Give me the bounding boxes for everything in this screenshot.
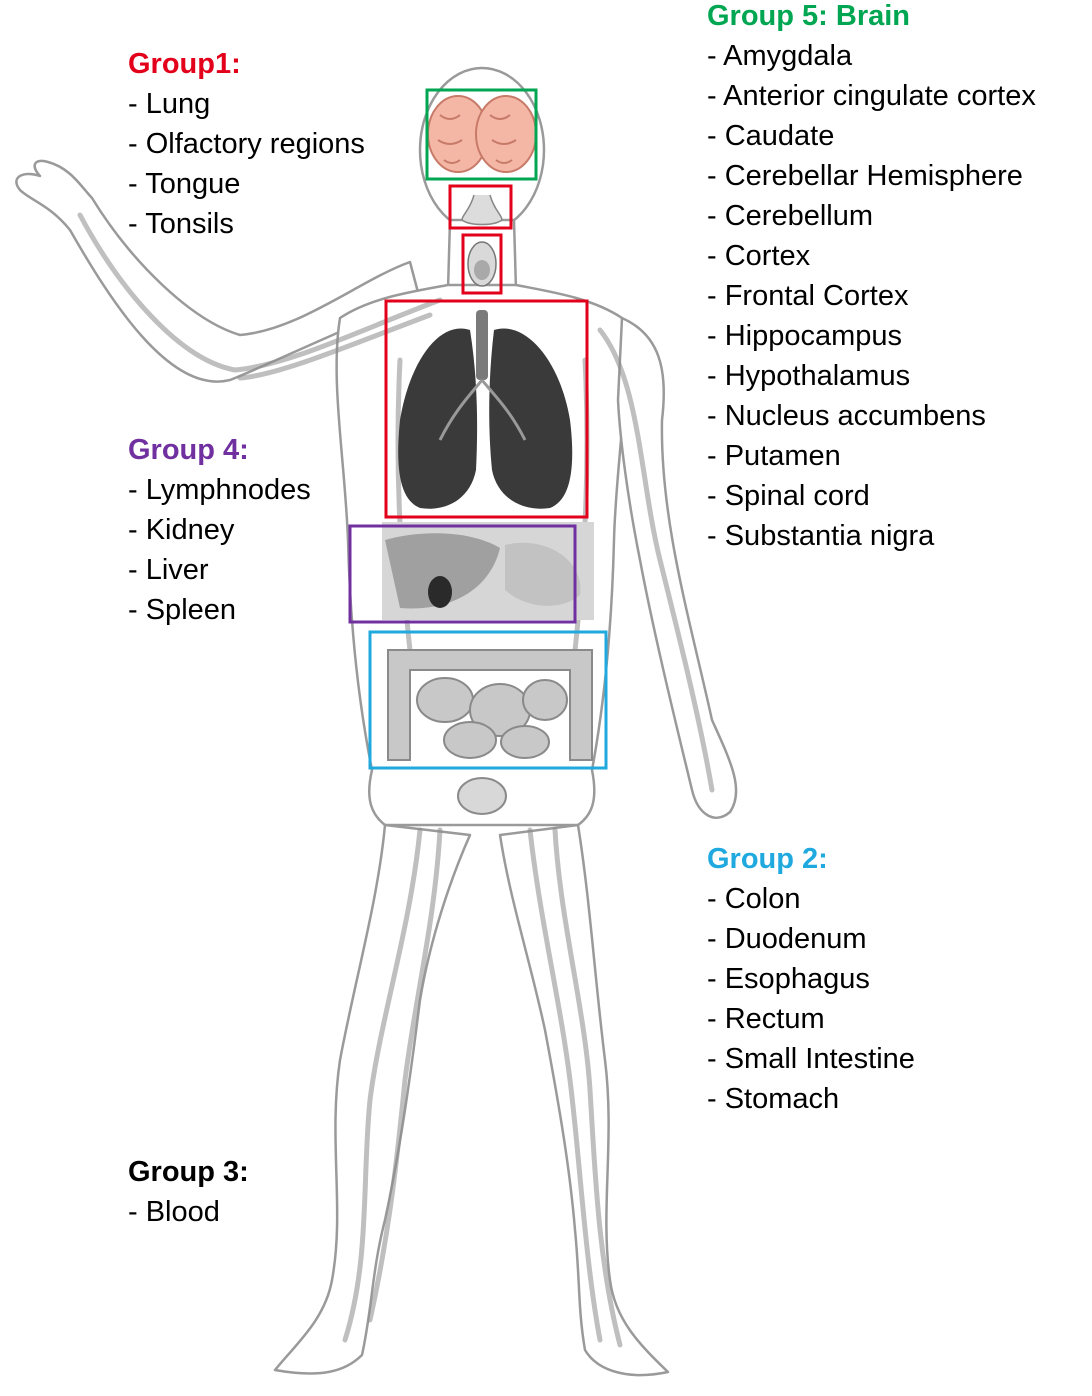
group2-item: Duodenum xyxy=(707,919,915,959)
mouth-icon xyxy=(467,241,497,287)
mouth-region xyxy=(461,233,503,295)
group5-title: Group 5: Brain xyxy=(707,0,911,32)
group4-list: Lymphnodes Kidney Liver Spleen xyxy=(128,470,311,630)
group2-item: Colon xyxy=(707,879,915,919)
lungs-region xyxy=(384,299,589,519)
group1-label: Group1: Lung Olfactory regions Tongue To… xyxy=(128,44,365,244)
tongue xyxy=(474,260,490,280)
blood-vessels xyxy=(77,212,715,1348)
group4-item: Spleen xyxy=(128,590,311,630)
group3-title: Group 3: xyxy=(128,1156,249,1188)
group4-label: Group 4: Lymphnodes Kidney Liver Spleen xyxy=(128,430,311,630)
arm-vessel-upper xyxy=(77,212,443,373)
small-intestine-loop-5 xyxy=(500,725,550,759)
nose-icon xyxy=(461,194,503,226)
gallbladder xyxy=(428,576,452,608)
intestine-region xyxy=(368,630,608,770)
bronchi xyxy=(438,379,527,441)
group1-title: Group1: xyxy=(128,48,241,80)
group2-item: Stomach xyxy=(707,1079,915,1119)
group1-list: Lung Olfactory regions Tongue Tonsils xyxy=(128,84,365,244)
left-leg-vessel-b xyxy=(367,827,443,1323)
hanging-arm xyxy=(616,316,738,819)
upper-abdomen-region xyxy=(348,524,577,624)
nose-region xyxy=(448,184,513,230)
group1-item: Olfactory regions xyxy=(128,124,365,164)
bladder xyxy=(457,777,507,815)
hanging-arm-vessel xyxy=(597,327,715,793)
group5-item: Cerebellar Hemisphere xyxy=(707,156,1036,196)
group4-title: Group 4: xyxy=(128,434,249,466)
group1-item: Lung xyxy=(128,84,365,124)
lungs-icon xyxy=(398,310,573,509)
group2-list: Colon Duodenum Esophagus Rectum Small In… xyxy=(707,879,915,1119)
colon xyxy=(387,649,593,761)
group5-label: Group 5: Brain Amygdala Anterior cingula… xyxy=(707,0,1036,556)
group5-item: Amygdala xyxy=(707,36,1036,76)
group3-item: Blood xyxy=(128,1192,249,1232)
raised-arm xyxy=(15,159,422,383)
group2-label: Group 2: Colon Duodenum Esophagus Rectum… xyxy=(707,839,915,1119)
group5-item: Hypothalamus xyxy=(707,356,1036,396)
body-silhouette xyxy=(15,66,738,1377)
group2-title: Group 2: xyxy=(707,843,828,875)
right-lung xyxy=(489,328,573,509)
group3-list: Blood xyxy=(128,1192,249,1232)
group5-item: Frontal Cortex xyxy=(707,276,1036,316)
arm-vessel-lower xyxy=(237,312,433,381)
group5-item: Cerebellum xyxy=(707,196,1036,236)
stomach xyxy=(505,542,581,606)
brain-folds xyxy=(437,114,517,164)
intestines-icon xyxy=(387,649,593,815)
trachea xyxy=(476,310,488,380)
group4-item: Liver xyxy=(128,550,311,590)
brain-right-hemisphere xyxy=(475,95,537,173)
group3-label: Group 3: Blood xyxy=(128,1152,249,1232)
left-lung xyxy=(398,328,478,509)
group5-item: Nucleus accumbens xyxy=(707,396,1036,436)
right-leg xyxy=(498,823,670,1377)
right-leg-vessel-b xyxy=(552,827,623,1348)
group5-item: Putamen xyxy=(707,436,1036,476)
group2-item: Small Intestine xyxy=(707,1039,915,1079)
group4-item: Kidney xyxy=(128,510,311,550)
brain-region xyxy=(425,88,538,181)
group1-item: Tonsils xyxy=(128,204,365,244)
group5-item: Substantia nigra xyxy=(707,516,1036,556)
region-highlight-boxes xyxy=(348,88,608,770)
group1-item: Tongue xyxy=(128,164,365,204)
small-intestine-loop-4 xyxy=(443,721,497,759)
liver xyxy=(385,533,500,609)
group5-item: Caudate xyxy=(707,116,1036,156)
group5-item: Hippocampus xyxy=(707,316,1036,356)
group2-item: Esophagus xyxy=(707,959,915,999)
left-leg-vessel-a xyxy=(342,827,423,1343)
group5-item: Cortex xyxy=(707,236,1036,276)
group5-item: Spinal cord xyxy=(707,476,1036,516)
group4-item: Lymphnodes xyxy=(128,470,311,510)
abdomen-organs-icon xyxy=(382,522,594,620)
small-intestine-loop-3 xyxy=(522,679,568,721)
group5-item: Anterior cingulate cortex xyxy=(707,76,1036,116)
group2-item: Rectum xyxy=(707,999,915,1039)
right-leg-vessel-a xyxy=(527,827,603,1343)
group5-list: Amygdala Anterior cingulate cortex Cauda… xyxy=(707,36,1036,556)
small-intestine-loop-1 xyxy=(416,677,474,723)
